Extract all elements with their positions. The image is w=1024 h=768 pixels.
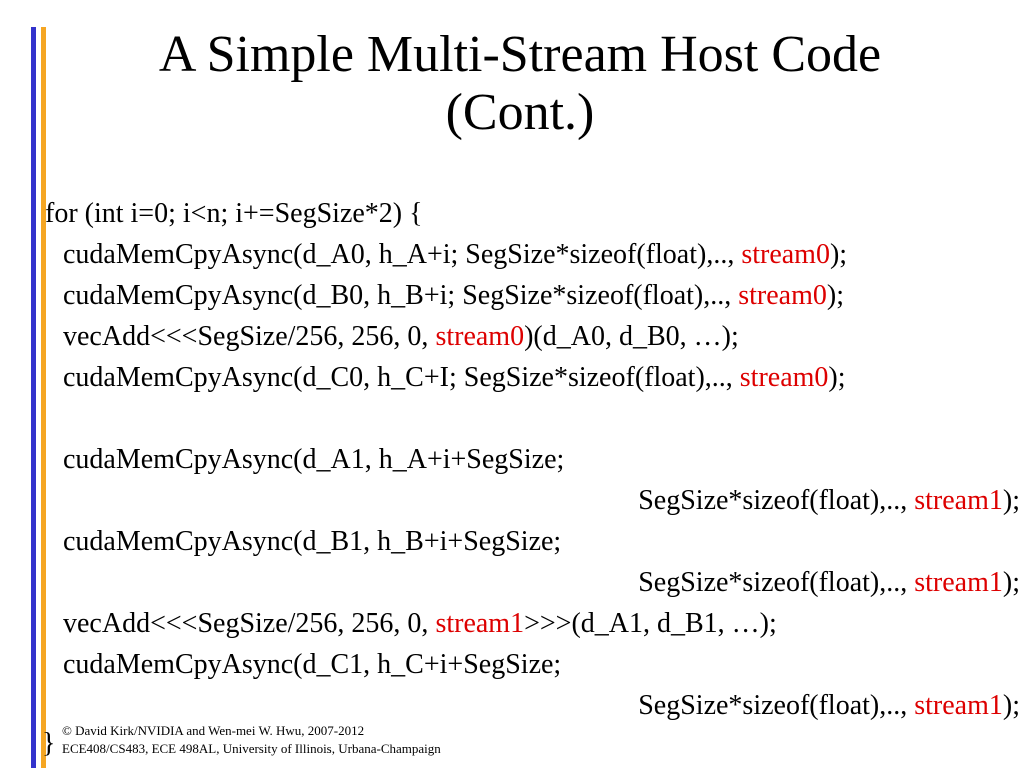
stream-token: stream0 xyxy=(741,239,830,270)
title-line-1: A Simple Multi-Stream Host Code xyxy=(158,26,882,83)
stream-token: stream0 xyxy=(435,321,525,352)
code-line-memcpy-b0: cudaMemCpyAsync(d_B0, h_B+i; SegSize*siz… xyxy=(63,280,844,311)
stream-token: stream0 xyxy=(739,362,829,393)
code-line-memcpy-a1-cont: SegSize*sizeof(float),.., stream1); xyxy=(638,485,1020,516)
closing-brace: } xyxy=(42,728,56,759)
code-line-memcpy-c0: cudaMemCpyAsync(d_C0, h_C+I; SegSize*siz… xyxy=(63,362,846,393)
stream-token: stream1 xyxy=(435,608,525,639)
footer-course: ECE408/CS483, ECE 498AL, University of I… xyxy=(62,741,441,756)
code-line-blank xyxy=(45,398,1020,439)
stream-token: stream1 xyxy=(914,690,1003,721)
slide-title: A Simple Multi-Stream Host Code (Cont.) xyxy=(60,26,980,142)
code-line-memcpy-b1: cudaMemCpyAsync(d_B1, h_B+i+SegSize; xyxy=(63,526,562,557)
left-accent-bar-blue xyxy=(31,27,36,768)
code-line-vecadd-0: vecAdd<<<SegSize/256, 256, 0, stream0)(d… xyxy=(63,321,739,352)
left-accent-bar-orange xyxy=(41,27,46,768)
code-line-memcpy-a0: cudaMemCpyAsync(d_A0, h_A+i; SegSize*siz… xyxy=(63,239,848,270)
code-block: for (int i=0; i<n; i+=SegSize*2) { cudaM… xyxy=(45,193,1020,726)
stream-token: stream1 xyxy=(914,567,1003,598)
title-line-2: (Cont.) xyxy=(445,84,595,141)
stream-token: stream1 xyxy=(914,485,1003,516)
footer: } © David Kirk/NVIDIA and Wen-mei W. Hwu… xyxy=(42,722,441,759)
code-line-memcpy-b1-cont: SegSize*sizeof(float),.., stream1); xyxy=(638,567,1020,598)
code-line-memcpy-a1: cudaMemCpyAsync(d_A1, h_A+i+SegSize; xyxy=(63,444,565,475)
code-line-for: for (int i=0; i<n; i+=SegSize*2) { xyxy=(45,198,423,229)
code-line-memcpy-c1: cudaMemCpyAsync(d_C1, h_C+i+SegSize; xyxy=(63,649,562,680)
code-line-vecadd-1: vecAdd<<<SegSize/256, 256, 0, stream1>>>… xyxy=(63,608,777,639)
code-line-memcpy-c1-cont: SegSize*sizeof(float),.., stream1); xyxy=(638,690,1020,721)
footer-copyright: © David Kirk/NVIDIA and Wen-mei W. Hwu, … xyxy=(62,723,365,738)
stream-token: stream0 xyxy=(738,280,827,311)
